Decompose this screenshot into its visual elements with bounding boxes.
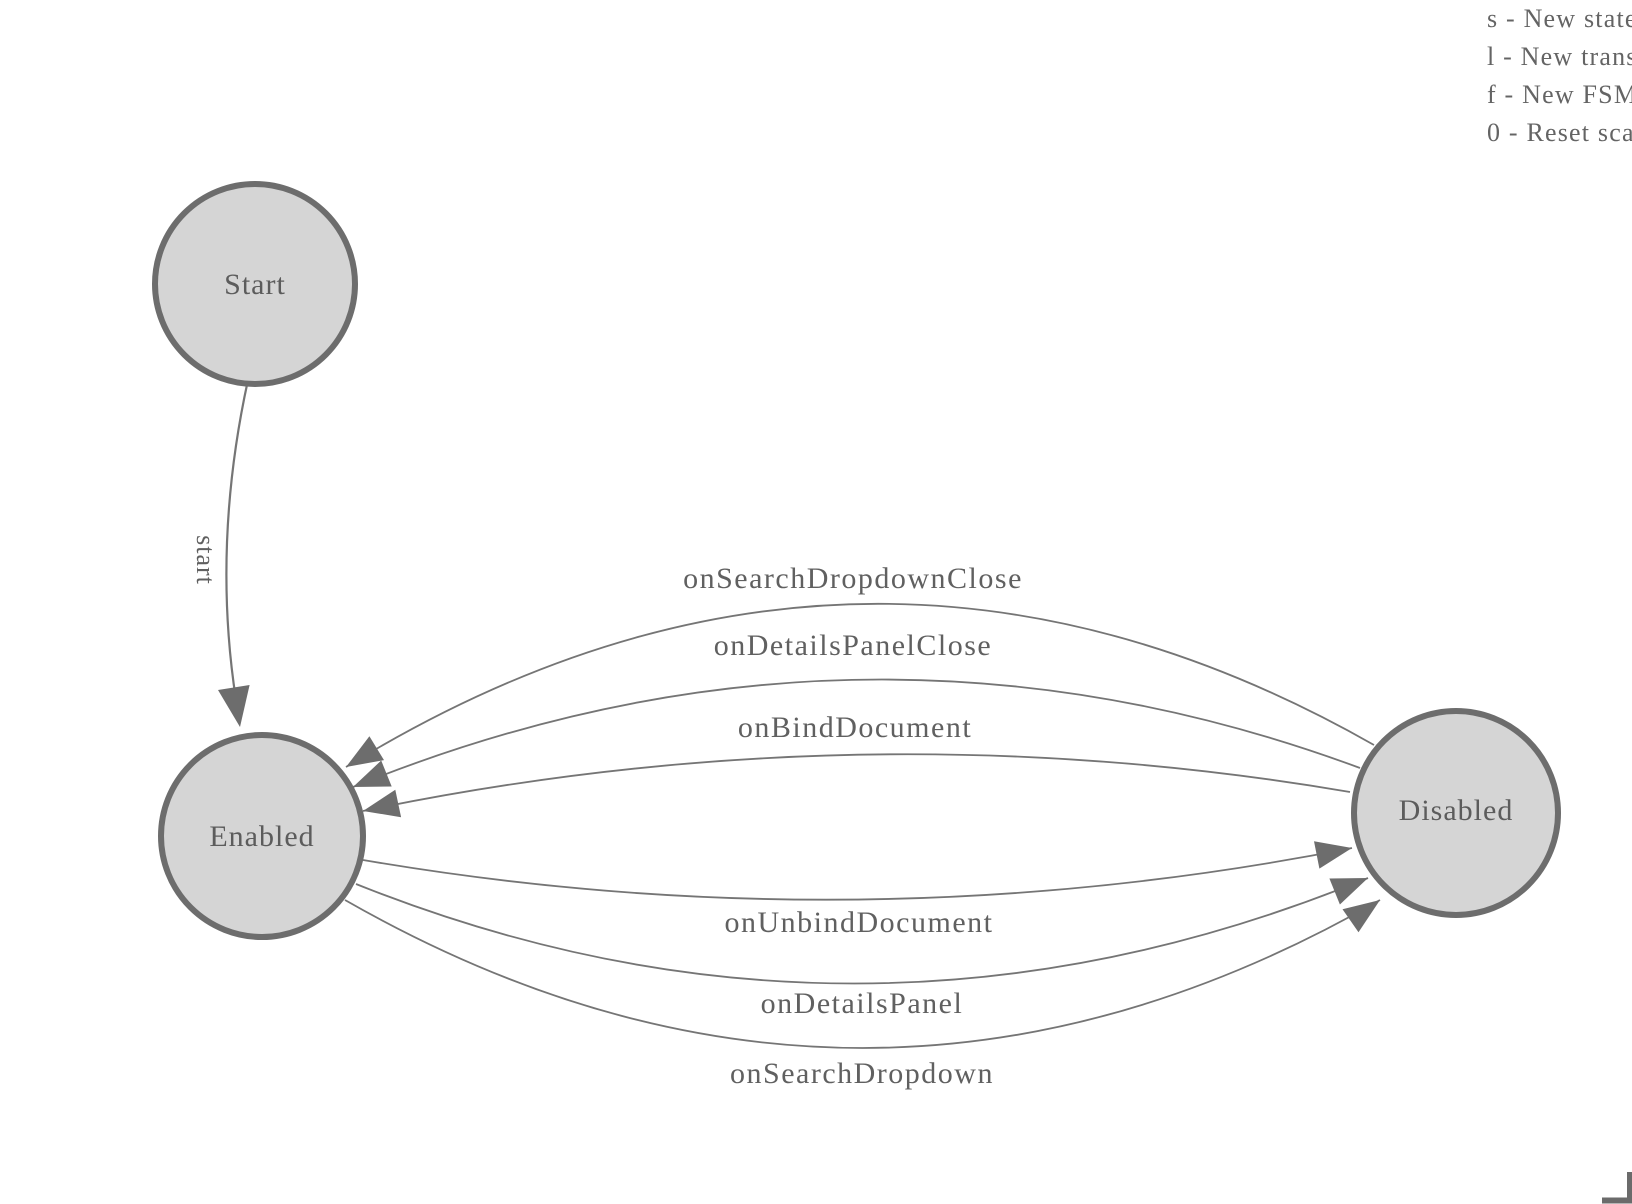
transition-edge[interactable] (352, 678, 1361, 788)
state-circle[interactable] (152, 181, 358, 387)
state-label: Enabled (209, 820, 314, 853)
transition-label: start (191, 535, 220, 585)
transition-label: onBindDocument (738, 711, 972, 744)
transition-label: onUnbindDocument (725, 906, 994, 939)
transition-edge[interactable] (355, 877, 1369, 985)
hotkey-legend: s - New state l - New transition f - New… (1487, 4, 1632, 147)
edge-start[interactable]: start (191, 379, 250, 727)
state-label: Disabled (1399, 794, 1514, 827)
arrowhead-icon (1342, 900, 1380, 933)
transition-edge[interactable] (362, 753, 1351, 812)
transition-edge[interactable] (344, 899, 1381, 1049)
arrowhead-icon (1329, 878, 1368, 905)
edge-onSearchDropdownClose[interactable]: onSearchDropdownClose (345, 562, 1375, 768)
edge-onBindDocument[interactable]: onBindDocument (362, 711, 1351, 818)
state-node-enabled[interactable]: Enabled (158, 732, 366, 940)
transition-edge[interactable] (225, 379, 250, 701)
arrowhead-icon (363, 789, 402, 818)
state-node-start[interactable]: Start (152, 181, 358, 387)
legend-line: 0 - Reset scale (1487, 118, 1632, 147)
arrowhead-icon (353, 760, 392, 787)
arrowhead-icon (1314, 841, 1352, 869)
state-circle[interactable] (158, 732, 366, 940)
state-node-disabled[interactable]: Disabled (1351, 708, 1561, 918)
edge-onSearchDropdown[interactable]: onSearchDropdown (344, 899, 1381, 1090)
legend-line: l - New transition (1487, 42, 1632, 71)
state-circle[interactable] (1351, 708, 1561, 918)
transition-edge[interactable] (362, 847, 1353, 901)
legend-line: s - New state (1487, 4, 1632, 33)
transition-label: onDetailsPanel (761, 987, 964, 1020)
edge-onDetailsPanel[interactable]: onDetailsPanel (355, 877, 1369, 1020)
transition-label: onSearchDropdownClose (683, 562, 1023, 595)
transition-label: onSearchDropdown (730, 1057, 994, 1090)
arrowhead-icon (346, 736, 384, 767)
arrowhead-icon (218, 685, 250, 727)
transition-label: onDetailsPanelClose (714, 629, 992, 662)
partial-element-corner (1602, 1172, 1632, 1204)
edge-onDetailsPanelClose[interactable]: onDetailsPanelClose (352, 629, 1361, 788)
state-label: Start (224, 268, 286, 301)
legend-line: f - New FSM (1487, 80, 1632, 109)
transition-edge[interactable] (345, 602, 1375, 768)
edge-onUnbindDocument[interactable]: onUnbindDocument (362, 841, 1353, 939)
